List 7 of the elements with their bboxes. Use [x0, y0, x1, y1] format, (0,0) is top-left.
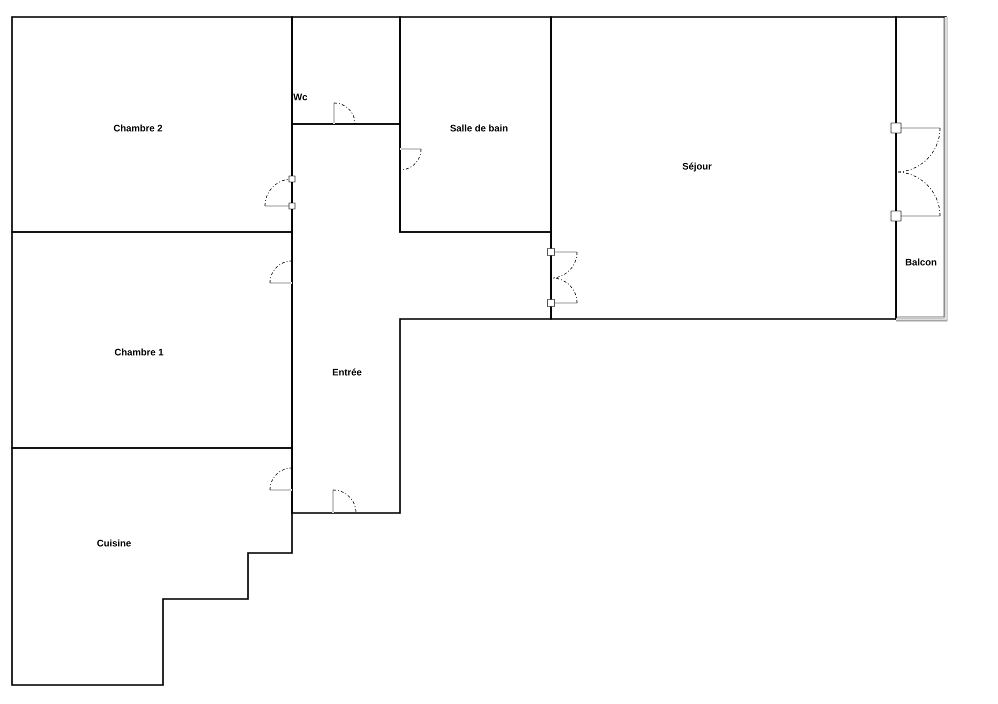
room: Salle de bain [399, 16, 552, 233]
room: Wc [291, 16, 401, 125]
room: Balcon [895, 16, 948, 322]
room: Chambre 1 [11, 231, 293, 449]
room: Séjour [550, 16, 897, 320]
room: Chambre 2 [11, 16, 293, 233]
room: Cuisine [11, 447, 293, 686]
